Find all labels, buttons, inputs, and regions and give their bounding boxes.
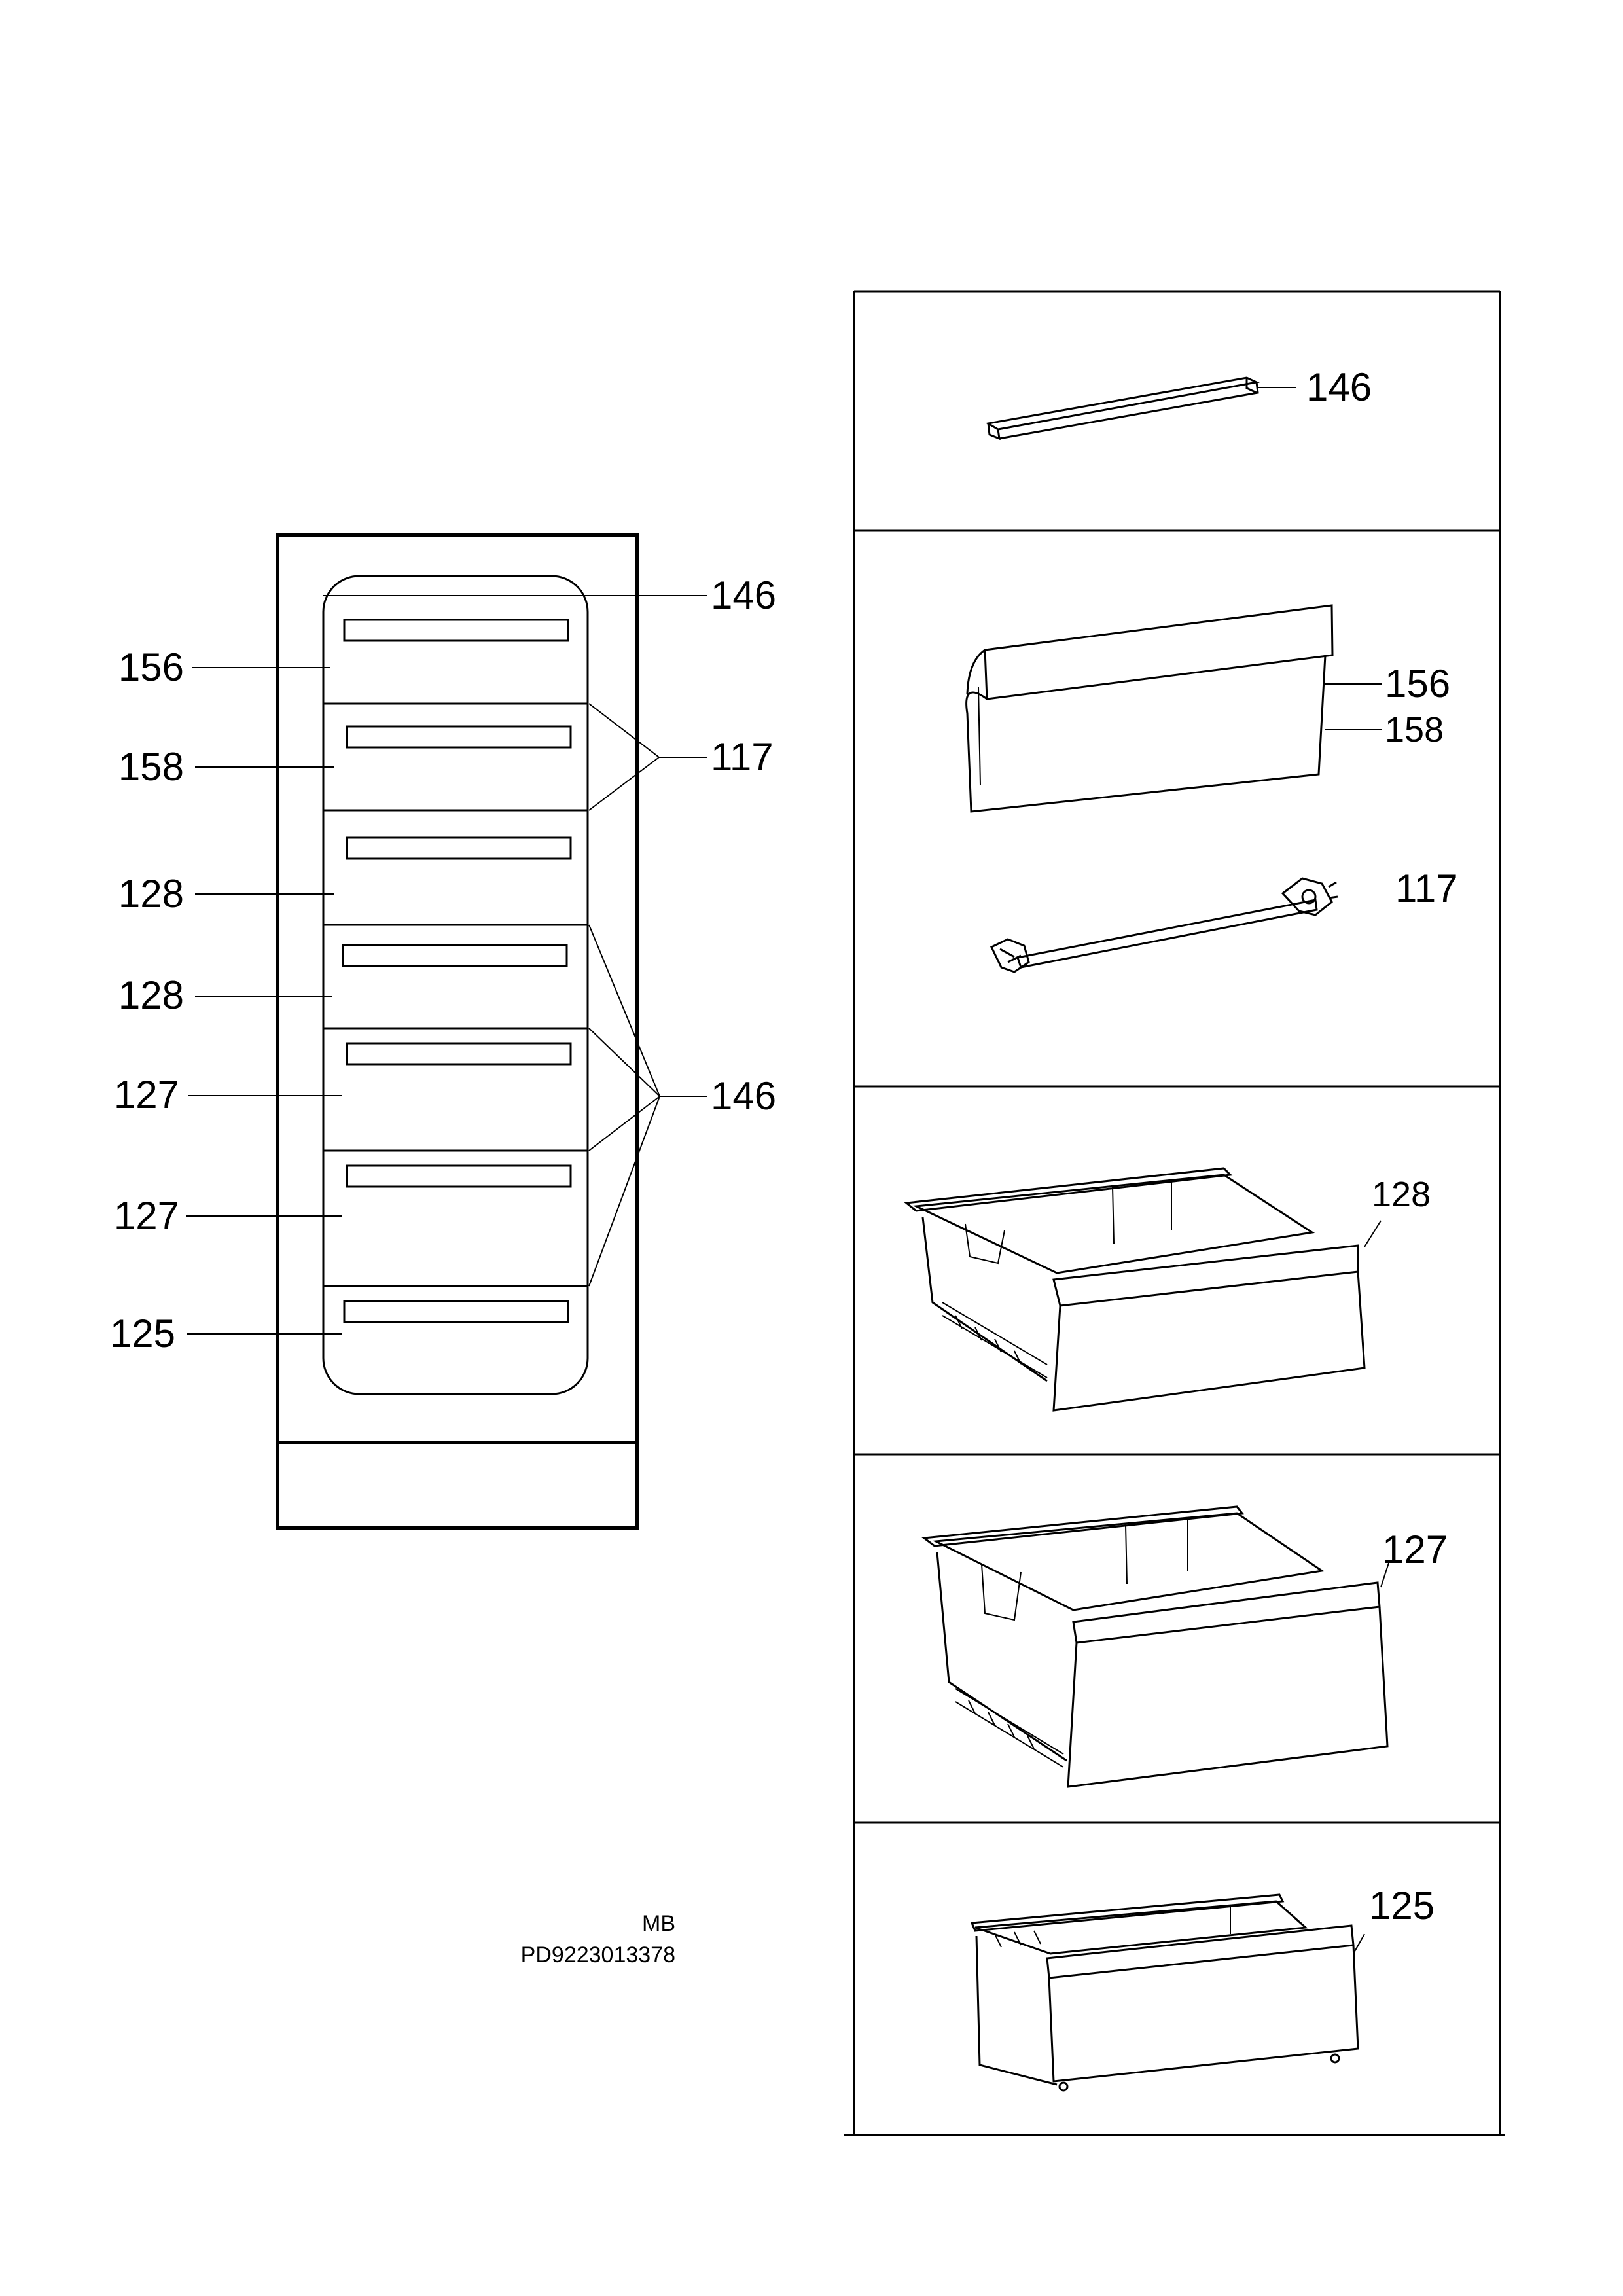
appliance-overview [186, 533, 707, 1530]
callout-128-b: 128 [118, 973, 184, 1017]
drawer-handles [342, 619, 572, 1323]
callout-156: 156 [118, 645, 184, 689]
callout-125-drawer: 125 [1369, 1884, 1435, 1928]
callout-127-a: 127 [114, 1073, 179, 1117]
part-drawer-125 [970, 1893, 1365, 2092]
callout-127-b: 127 [114, 1194, 179, 1238]
cabinet-outline [276, 533, 639, 1530]
callout-128-a: 128 [118, 872, 184, 916]
callout-labels-left: 146 156 158 117 128 128 146 127 127 125 [110, 573, 776, 1355]
callout-146-group: 146 [711, 1074, 776, 1118]
part-drawer-127 [921, 1505, 1389, 1788]
callout-146-top: 146 [711, 573, 776, 617]
part-rail-117 [990, 877, 1338, 973]
callout-125: 125 [110, 1312, 175, 1355]
callout-128-drawer: 128 [1372, 1175, 1431, 1214]
parts-panel [844, 290, 1505, 2136]
drawer-stack-outline [322, 575, 589, 1395]
document-code-line2: PD9223013378 [521, 1943, 675, 1967]
part-trim-strip-146 [985, 376, 1296, 440]
callout-117-rail: 117 [1395, 867, 1458, 910]
callout-117: 117 [711, 735, 774, 779]
callout-127-drawer: 127 [1382, 1528, 1448, 1571]
callout-146-strip: 146 [1306, 365, 1372, 409]
drawer-dividers [323, 702, 588, 1287]
part-flap-156-158 [965, 604, 1382, 813]
part-drawer-128 [904, 1167, 1382, 1412]
callout-158: 158 [118, 745, 184, 789]
callout-156-flap: 156 [1385, 662, 1450, 706]
callout-158-flap: 158 [1385, 710, 1444, 749]
document-code-line1: MB [642, 1911, 675, 1936]
leader-lines-left [186, 595, 707, 1335]
